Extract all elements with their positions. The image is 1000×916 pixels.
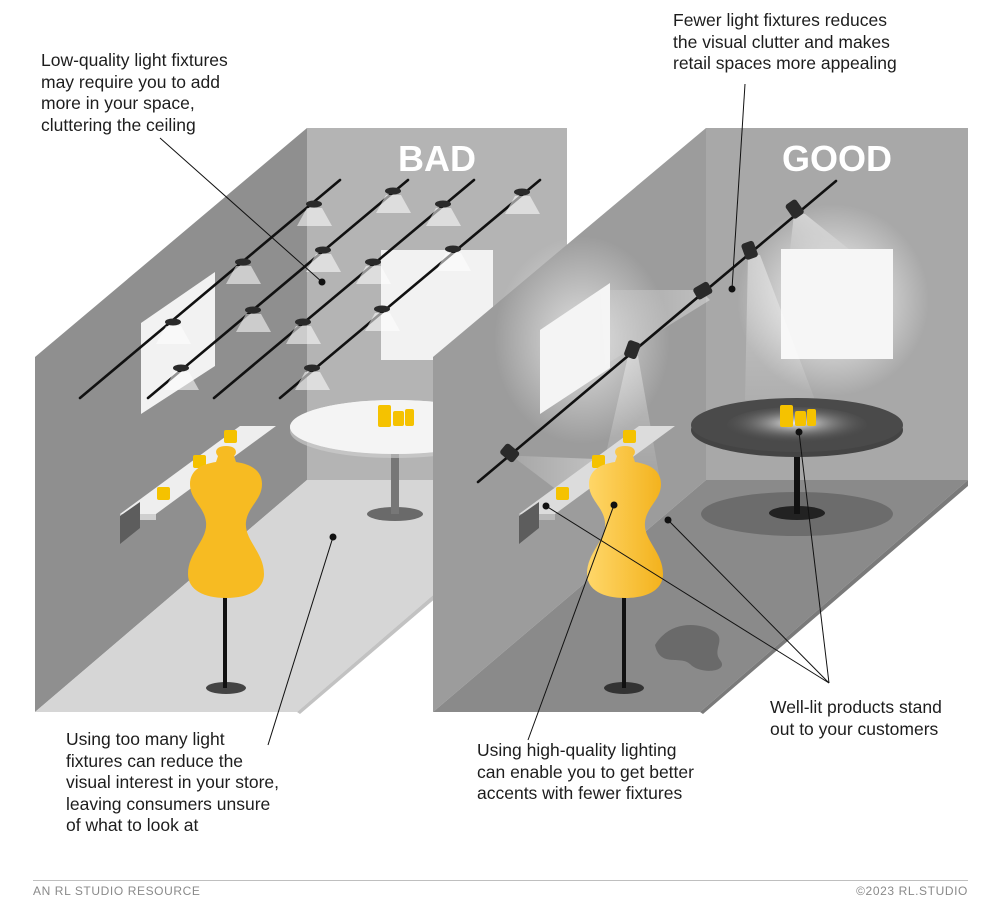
callout-bad-floor: Using too many light fixtures can reduce… [66, 729, 280, 835]
callout-good-products: Well-lit products stand out to your cust… [770, 697, 942, 739]
good-mannequin [587, 446, 663, 694]
fixture-icon [306, 246, 341, 272]
mannequin-shadow [655, 625, 723, 671]
good-floor-edge [700, 480, 968, 714]
bad-light-fixtures [156, 187, 540, 390]
callout-bad-ceiling: Low-quality light fixtures may require y… [41, 50, 228, 135]
fixture-icon [156, 318, 191, 344]
bad-mannequin [188, 446, 264, 694]
fixture-icon [505, 188, 540, 214]
fixture-icon [500, 443, 520, 463]
bad-heading: BAD [398, 138, 476, 179]
fixture-icon [624, 340, 641, 360]
fixture-icon [356, 258, 391, 284]
leader-lines [159, 83, 830, 746]
leader-dots [318, 278, 803, 541]
fixture-icon [297, 200, 332, 226]
good-room: GOOD [433, 128, 968, 714]
fixture-icon [164, 364, 199, 390]
good-floor [433, 480, 968, 712]
good-light-fixtures [500, 199, 804, 463]
fixture-icon [295, 364, 330, 390]
footer-divider [33, 880, 968, 881]
good-left-artwork [540, 283, 610, 414]
footer-credit: AN RL STUDIO RESOURCE [33, 884, 201, 898]
bad-track-rails [78, 178, 542, 400]
beam-to-back-art [790, 214, 850, 250]
good-back-artwork [781, 249, 893, 359]
callout-good-ceiling: Fewer light fixtures reduces the visual … [673, 10, 897, 73]
good-heading: GOOD [782, 138, 892, 179]
good-track-rail [476, 179, 838, 484]
callout-good-quality: Using high-quality lighting can enable y… [477, 740, 694, 803]
beam-to-table [745, 255, 815, 400]
fixture-icon [436, 245, 471, 271]
fixture-icon [286, 318, 321, 344]
fixture-icon [236, 306, 271, 332]
fixture-icon [785, 199, 804, 219]
fixture-icon [226, 258, 261, 284]
fixture-icon [376, 187, 411, 213]
footer-copyright: ©2023 RL.STUDIO [856, 884, 968, 898]
fixture-icon [693, 281, 713, 300]
fixture-icon [741, 240, 758, 260]
fixture-icon [426, 200, 461, 226]
fixture-icon [365, 305, 400, 331]
